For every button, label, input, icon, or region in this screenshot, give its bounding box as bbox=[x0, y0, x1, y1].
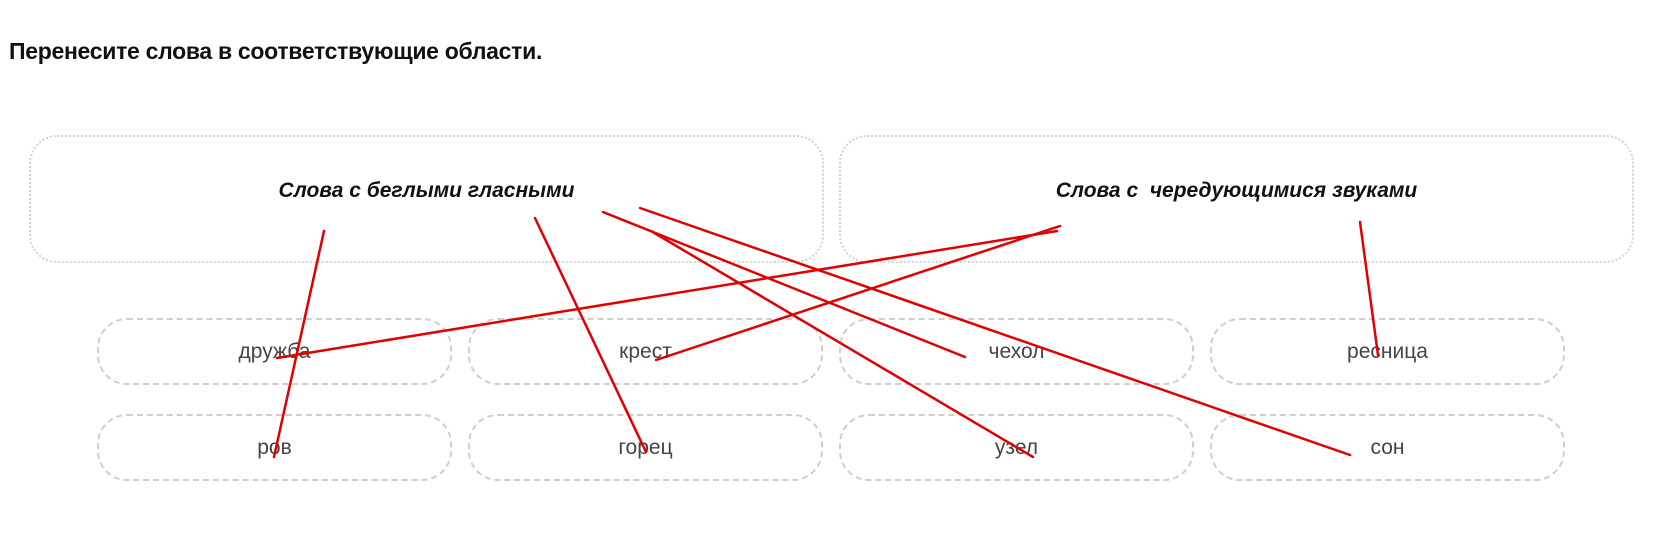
word-tile-druzhba[interactable]: дружба bbox=[97, 318, 452, 385]
drop-zone-label: Слова с беглыми гласными bbox=[278, 179, 575, 202]
drop-zone-label: Слова с чередующимися звуками bbox=[1055, 179, 1418, 202]
word-tile-chekhol[interactable]: чехол bbox=[839, 318, 1194, 385]
instruction-heading: Перенесите слова в соответствующие облас… bbox=[9, 38, 543, 64]
word-tile-rov[interactable]: ров bbox=[97, 414, 452, 481]
word-tile-son[interactable]: сон bbox=[1210, 414, 1565, 481]
word-tile-gorets[interactable]: горец bbox=[468, 414, 823, 481]
drop-zone-fleeting-vowels[interactable]: Слова с беглыми гласными bbox=[29, 135, 824, 263]
word-tile-krest[interactable]: крест bbox=[468, 318, 823, 385]
drop-zone-alternating-sounds[interactable]: Слова с чередующимися звуками bbox=[839, 135, 1634, 263]
word-tile-resnitsa[interactable]: ресница bbox=[1210, 318, 1565, 385]
word-tile-uzel[interactable]: узел bbox=[839, 414, 1194, 481]
